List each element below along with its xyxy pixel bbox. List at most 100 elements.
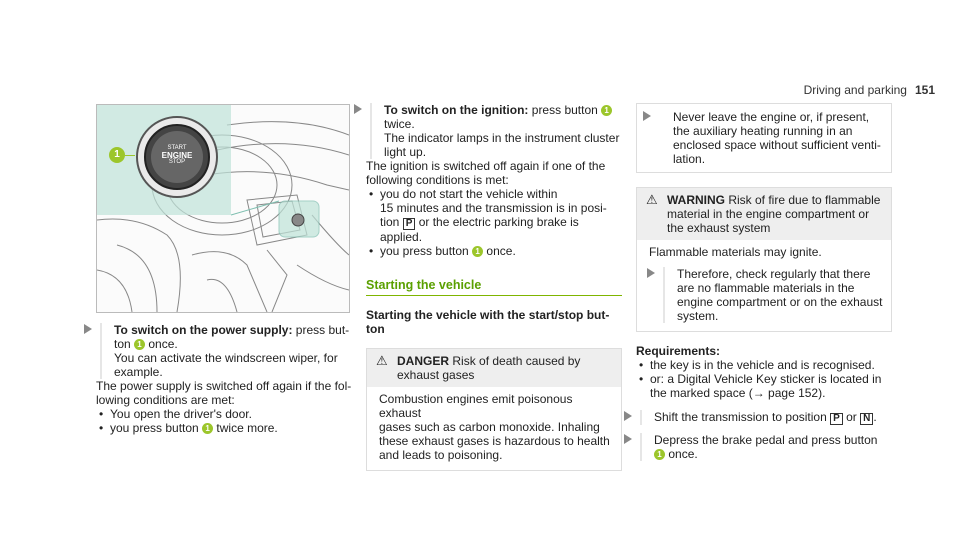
step-text: once.: [668, 447, 698, 461]
start-stop-button-label: START ENGINE STOP: [159, 145, 195, 166]
column-3: Never leave the engine or, if present, t…: [624, 103, 892, 461]
callout-1: 1: [109, 147, 125, 163]
list-text: or: a Digital Vehicle Key sticker is loc…: [650, 372, 882, 386]
step-text: system.: [677, 309, 719, 323]
callout-badge-icon: 1: [654, 449, 665, 461]
callout-line: [125, 155, 135, 156]
step-text: The indicator lamps in the instrument cl…: [384, 131, 620, 145]
subsection-title-line: Starting the vehicle with the start/stop…: [366, 308, 610, 322]
step-arrow-icon: [624, 411, 632, 421]
subsection-title-line: ton: [366, 322, 385, 336]
danger-continuation-box: Never leave the engine or, if present, t…: [636, 103, 892, 173]
danger-heading: exhaust gases: [397, 368, 475, 382]
step-text: twice.: [384, 117, 415, 131]
step-text: or: [846, 410, 857, 424]
danger-label: DANGER: [397, 354, 450, 368]
step-text: press but-: [295, 323, 350, 337]
step-power-supply: To switch on the power supply: press but…: [84, 323, 354, 379]
step-ventilation: Never leave the engine or, if present, t…: [643, 110, 883, 166]
list-item: you press button 1 twice more.: [99, 421, 354, 435]
list-item: the key is in the vehicle and is recogni…: [639, 358, 892, 372]
step-ignition: To switch on the ignition: press button …: [354, 103, 622, 159]
list-text: you press button: [110, 421, 199, 435]
requirements-list: the key is in the vehicle and is recogni…: [636, 358, 892, 400]
danger-text: Combustion engines emit poisonous exhaus…: [379, 392, 573, 420]
button-line-3: STOP: [168, 159, 186, 165]
danger-text: gases such as carbon monoxide. Inhaling: [379, 420, 600, 434]
step-press-button: Depress the brake pedal and press button…: [624, 433, 892, 461]
danger-text: and leads to poisoning.: [379, 448, 503, 462]
step-shift-transmission: Shift the transmission to position P or …: [624, 410, 892, 425]
list-text: once.: [486, 244, 516, 258]
list-text: you press button: [380, 244, 469, 258]
step-text: Never leave the engine or, if present,: [673, 110, 870, 124]
dashboard-illustration: START ENGINE STOP 1: [96, 104, 350, 313]
page-reference: the marked space (→ page 152).: [650, 386, 826, 400]
step-text: Shift the transmission to position: [654, 410, 827, 424]
gear-n-icon: N: [860, 413, 874, 425]
step-arrow-icon: [647, 268, 655, 278]
callout-badge-icon: 1: [601, 105, 613, 117]
step-text: Depress the brake pedal and press button: [654, 433, 878, 447]
step-text: example.: [114, 365, 163, 379]
button-line-2: ENGINE: [161, 151, 193, 160]
section-name: Driving and parking: [803, 83, 907, 97]
step-text: are no flammable materials in the: [677, 281, 855, 295]
list-text: tion: [380, 215, 400, 229]
warning-heading: material in the engine compartment or: [667, 207, 870, 221]
danger-body: Combustion engines emit poisonous exhaus…: [367, 387, 621, 470]
danger-header: ⚠ DANGER Risk of death caused by exhaust…: [367, 349, 621, 387]
step-text: light up.: [384, 145, 427, 159]
column-1: To switch on the power supply: press but…: [84, 323, 354, 435]
callout-badge-icon: 1: [202, 423, 214, 435]
paragraph: The power supply is switched off again i…: [96, 379, 354, 407]
requirements-title: Requirements:: [636, 344, 721, 358]
step-text: ton: [114, 337, 131, 351]
section-title: Starting the vehicle: [366, 278, 622, 296]
callout-badge-icon: 1: [472, 246, 484, 258]
step-text: enclosed space without sufficient venti-: [673, 138, 881, 152]
paragraph-line: The power supply is switched off again i…: [96, 379, 352, 393]
list-item: you press button 1 once.: [369, 244, 622, 258]
gear-p-icon: P: [830, 413, 843, 425]
warning-body: Flammable materials may ignite. Therefor…: [637, 240, 891, 331]
danger-box: ⚠ DANGER Risk of death caused by exhaust…: [366, 348, 622, 471]
list-item: You open the driver's door.: [99, 407, 354, 421]
warning-label: WARNING: [667, 193, 725, 207]
step-text: lation.: [673, 152, 706, 166]
list-text: twice more.: [216, 421, 278, 435]
warning-heading: Risk of fire due to flammable: [728, 193, 881, 207]
step-arrow-icon: [624, 434, 632, 444]
list-item: or: a Digital Vehicle Key sticker is loc…: [639, 372, 892, 400]
list-text: or the electric parking brake is: [418, 215, 579, 229]
subsection-title: Starting the vehicle with the start/stop…: [366, 308, 622, 336]
step-text: engine compartment or on the exhaust: [677, 295, 883, 309]
button-line-1: START: [167, 145, 187, 151]
warning-heading: the exhaust system: [667, 221, 771, 235]
danger-heading: Risk of death caused by: [452, 354, 581, 368]
step-text: Therefore, check regularly that there: [677, 267, 871, 281]
step-arrow-icon: [84, 324, 92, 334]
step-text: You can activate the windscreen wiper, f…: [114, 351, 338, 365]
step-title: To switch on the power supply:: [114, 323, 293, 337]
list-text: you do not start the vehicle within: [380, 187, 558, 201]
step-arrow-icon: [643, 111, 651, 121]
column-2: To switch on the ignition: press button …: [354, 103, 622, 471]
paragraph-line: following conditions is met:: [366, 173, 509, 187]
warning-header: ⚠ WARNING Risk of fire due to flammable …: [637, 188, 891, 240]
warning-text: Flammable materials may ignite.: [649, 245, 822, 259]
paragraph: The ignition is switched off again if on…: [366, 159, 622, 187]
step-text: press button: [531, 103, 598, 117]
gear-p-icon: P: [402, 218, 416, 230]
list-item: you do not start the vehicle within 15 m…: [369, 187, 622, 244]
conditions-list: You open the driver's door. you press bu…: [96, 407, 354, 435]
step-arrow-icon: [354, 104, 362, 114]
callout-badge-icon: 1: [134, 339, 146, 351]
list-text: 15 minutes and the transmission is in po…: [380, 201, 607, 215]
warning-triangle-icon: ⚠: [646, 192, 658, 207]
paragraph-line: lowing conditions are met:: [96, 393, 235, 407]
dashboard-drawing: [97, 105, 349, 312]
list-text: applied.: [380, 230, 423, 244]
warning-box: ⚠ WARNING Risk of fire due to flammable …: [636, 187, 892, 332]
